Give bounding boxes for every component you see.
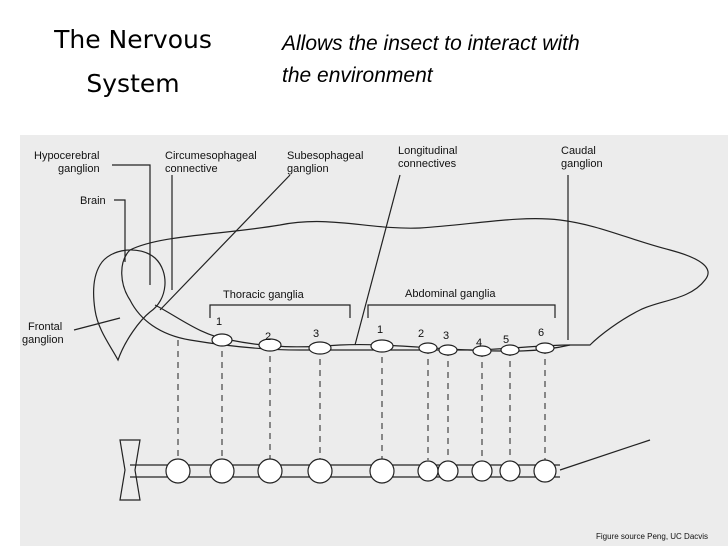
brain-leader (114, 199, 126, 262)
abdominal-number-1: 1 (377, 324, 383, 336)
hypocerebral-label-2: ganglion (58, 163, 100, 175)
subeso-label-1: Subesophageal (287, 150, 363, 162)
abdominal-ganglia-label: Abdominal ganglia (405, 288, 496, 300)
longit-label-1: Longitudinal (398, 145, 457, 157)
thoracic-ganglia-label: Thoracic ganglia (223, 289, 305, 301)
circum-label-2: connective (165, 163, 218, 175)
hypocerebral-leader (112, 164, 151, 285)
subtitle-line-1: Allows the insect to interact with (282, 32, 580, 55)
figure-credit: Figure source Peng, UC Dacvis (596, 532, 708, 541)
frontal-leader (73, 317, 121, 331)
caudal-label-2: ganglion (561, 158, 603, 170)
longit-label-2: connectives (398, 158, 457, 170)
schematic-cord (130, 464, 560, 478)
abdominal-number-4: 4 (476, 337, 482, 349)
longit-leader (354, 174, 401, 346)
insect-head-outline (93, 249, 166, 362)
slide-title: The Nervous System (28, 18, 238, 106)
subeso-label-2: ganglion (287, 163, 329, 175)
brain-label: Brain (80, 195, 106, 207)
thoracic-number-2: 2 (265, 331, 271, 343)
circum-label-1: Circumesophageal (165, 150, 257, 162)
schematic-tail (559, 439, 651, 471)
title-line-1: The Nervous (54, 25, 212, 54)
abdominal-number-5: 5 (503, 334, 509, 346)
caudal-label-1: Caudal (561, 145, 596, 157)
slide-subtitle: Allows the insect to interact with the e… (282, 28, 712, 92)
subtitle-line-2: the environment (282, 64, 433, 87)
title-line-2: System (86, 69, 180, 98)
hypocerebral-label-1: Hypocerebral (34, 150, 99, 162)
abdominal-bracket (367, 304, 556, 318)
frontal-label-1: Frontal (28, 321, 62, 333)
abdominal-number-3: 3 (443, 330, 449, 342)
thoracic-bracket (209, 304, 351, 318)
insect-body-outline (121, 218, 709, 351)
thoracic-number-3: 3 (313, 328, 319, 340)
schematic-brain (119, 439, 141, 501)
frontal-label-2: ganglion (22, 334, 64, 346)
abdominal-number-2: 2 (418, 328, 424, 340)
thoracic-number-1: 1 (216, 316, 222, 328)
subeso-leader (159, 174, 291, 311)
abdominal-number-6: 6 (538, 327, 544, 339)
